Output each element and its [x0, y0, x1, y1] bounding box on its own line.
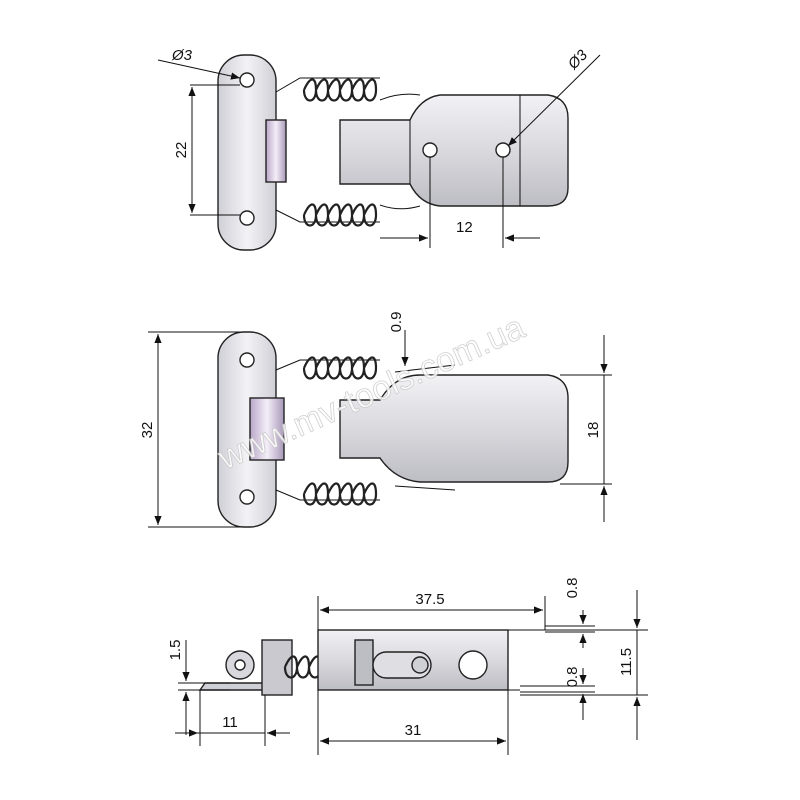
hinge-pin — [249, 397, 285, 461]
dim-hole-spacing: 22 — [173, 142, 190, 159]
side-view: 37.5 31 11 1.5 0.8 0.8 11.5 — [167, 578, 648, 755]
dim-length-bottom: 31 — [405, 722, 422, 739]
dim-top-thickness: 0.8 — [564, 578, 581, 599]
arm-hole-left — [422, 142, 438, 158]
latch-hook — [339, 374, 569, 483]
mount-hole-bottom — [239, 489, 255, 505]
front-view: 32 18 0.9 www.mv-tools.com.ua — [139, 308, 612, 528]
side-rivet — [411, 656, 429, 674]
hinge-block — [261, 639, 293, 696]
dim-overall-height: 32 — [139, 422, 156, 439]
mount-hole-top — [239, 72, 255, 88]
side-hole — [458, 650, 488, 680]
arm-hole-right — [495, 142, 511, 158]
dim-length-top: 37.5 — [415, 591, 444, 608]
dim-base-offset: 11 — [222, 714, 238, 731]
dim-base-thickness: 1.5 — [167, 640, 184, 661]
base-foot — [198, 682, 272, 691]
spring-bottom — [302, 482, 378, 506]
dim-hook-width: 18 — [585, 422, 602, 439]
dim-overall-height-side: 11.5 — [618, 648, 635, 676]
hinge-pin — [265, 119, 287, 183]
dim-hole-diameter-right: Ø3 — [564, 46, 591, 73]
mount-hole-bottom — [239, 210, 255, 226]
dim-hole-diameter-left: Ø3 — [171, 47, 193, 64]
dim-hook-offset: 0.9 — [388, 312, 405, 333]
top-view: 22 Ø3 Ø3 12 — [157, 46, 601, 251]
dim-lower-thickness: 0.8 — [564, 667, 581, 688]
dim-hole-offset: 12 — [456, 219, 473, 236]
mount-hole-top — [239, 352, 255, 368]
latch-arm — [339, 94, 569, 207]
spring-top — [302, 78, 378, 102]
